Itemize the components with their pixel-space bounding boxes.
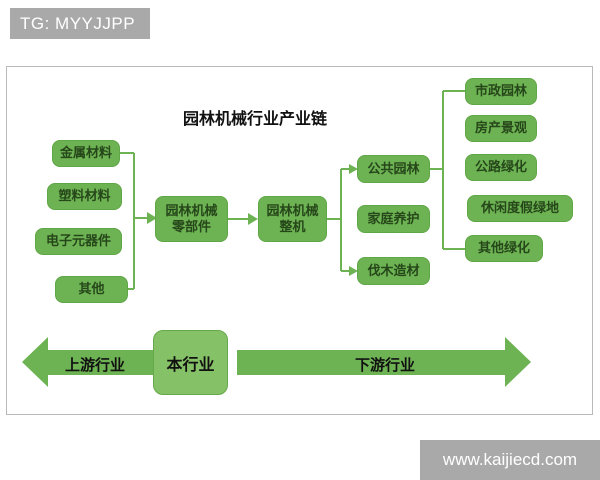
node-logging-timber: 伐木造材 [357, 257, 430, 285]
node-others: 其他 [55, 276, 128, 303]
node-leisure-resort-greenland: 休闲度假绿地 [467, 195, 573, 222]
node-home-care: 家庭养护 [357, 205, 430, 233]
node-public-garden: 公共园林 [357, 155, 430, 183]
node-metal-materials: 金属材料 [52, 140, 120, 167]
node-complete-machine-line2: 整机 [279, 219, 306, 234]
this-industry-box: 本行业 [153, 330, 228, 395]
node-machinery-parts-line2: 零部件 [171, 219, 211, 234]
node-electronic-components: 电子元器件 [35, 228, 122, 255]
diagram-title: 园林机械行业产业链 [182, 111, 327, 128]
node-machinery-parts: 园林机械 零部件 [155, 196, 228, 242]
node-other-greening: 其他绿化 [465, 235, 543, 262]
node-plastic-materials: 塑料材料 [47, 183, 122, 210]
node-complete-machine: 园林机械 整机 [258, 196, 327, 242]
node-machinery-parts-line1: 园林机械 [165, 202, 218, 218]
node-highway-greening: 公路绿化 [465, 154, 537, 181]
watermark: www.kaijiecd.com [420, 440, 600, 480]
node-municipal-garden: 市政园林 [465, 78, 537, 105]
node-real-estate-landscape: 房产景观 [465, 115, 537, 142]
node-complete-machine-line1: 园林机械 [266, 202, 319, 218]
tg-badge: TG: MYYJJPP [10, 8, 150, 39]
upstream-industry-label: 上游行业 [64, 357, 125, 374]
downstream-industry-label: 下游行业 [354, 357, 415, 374]
